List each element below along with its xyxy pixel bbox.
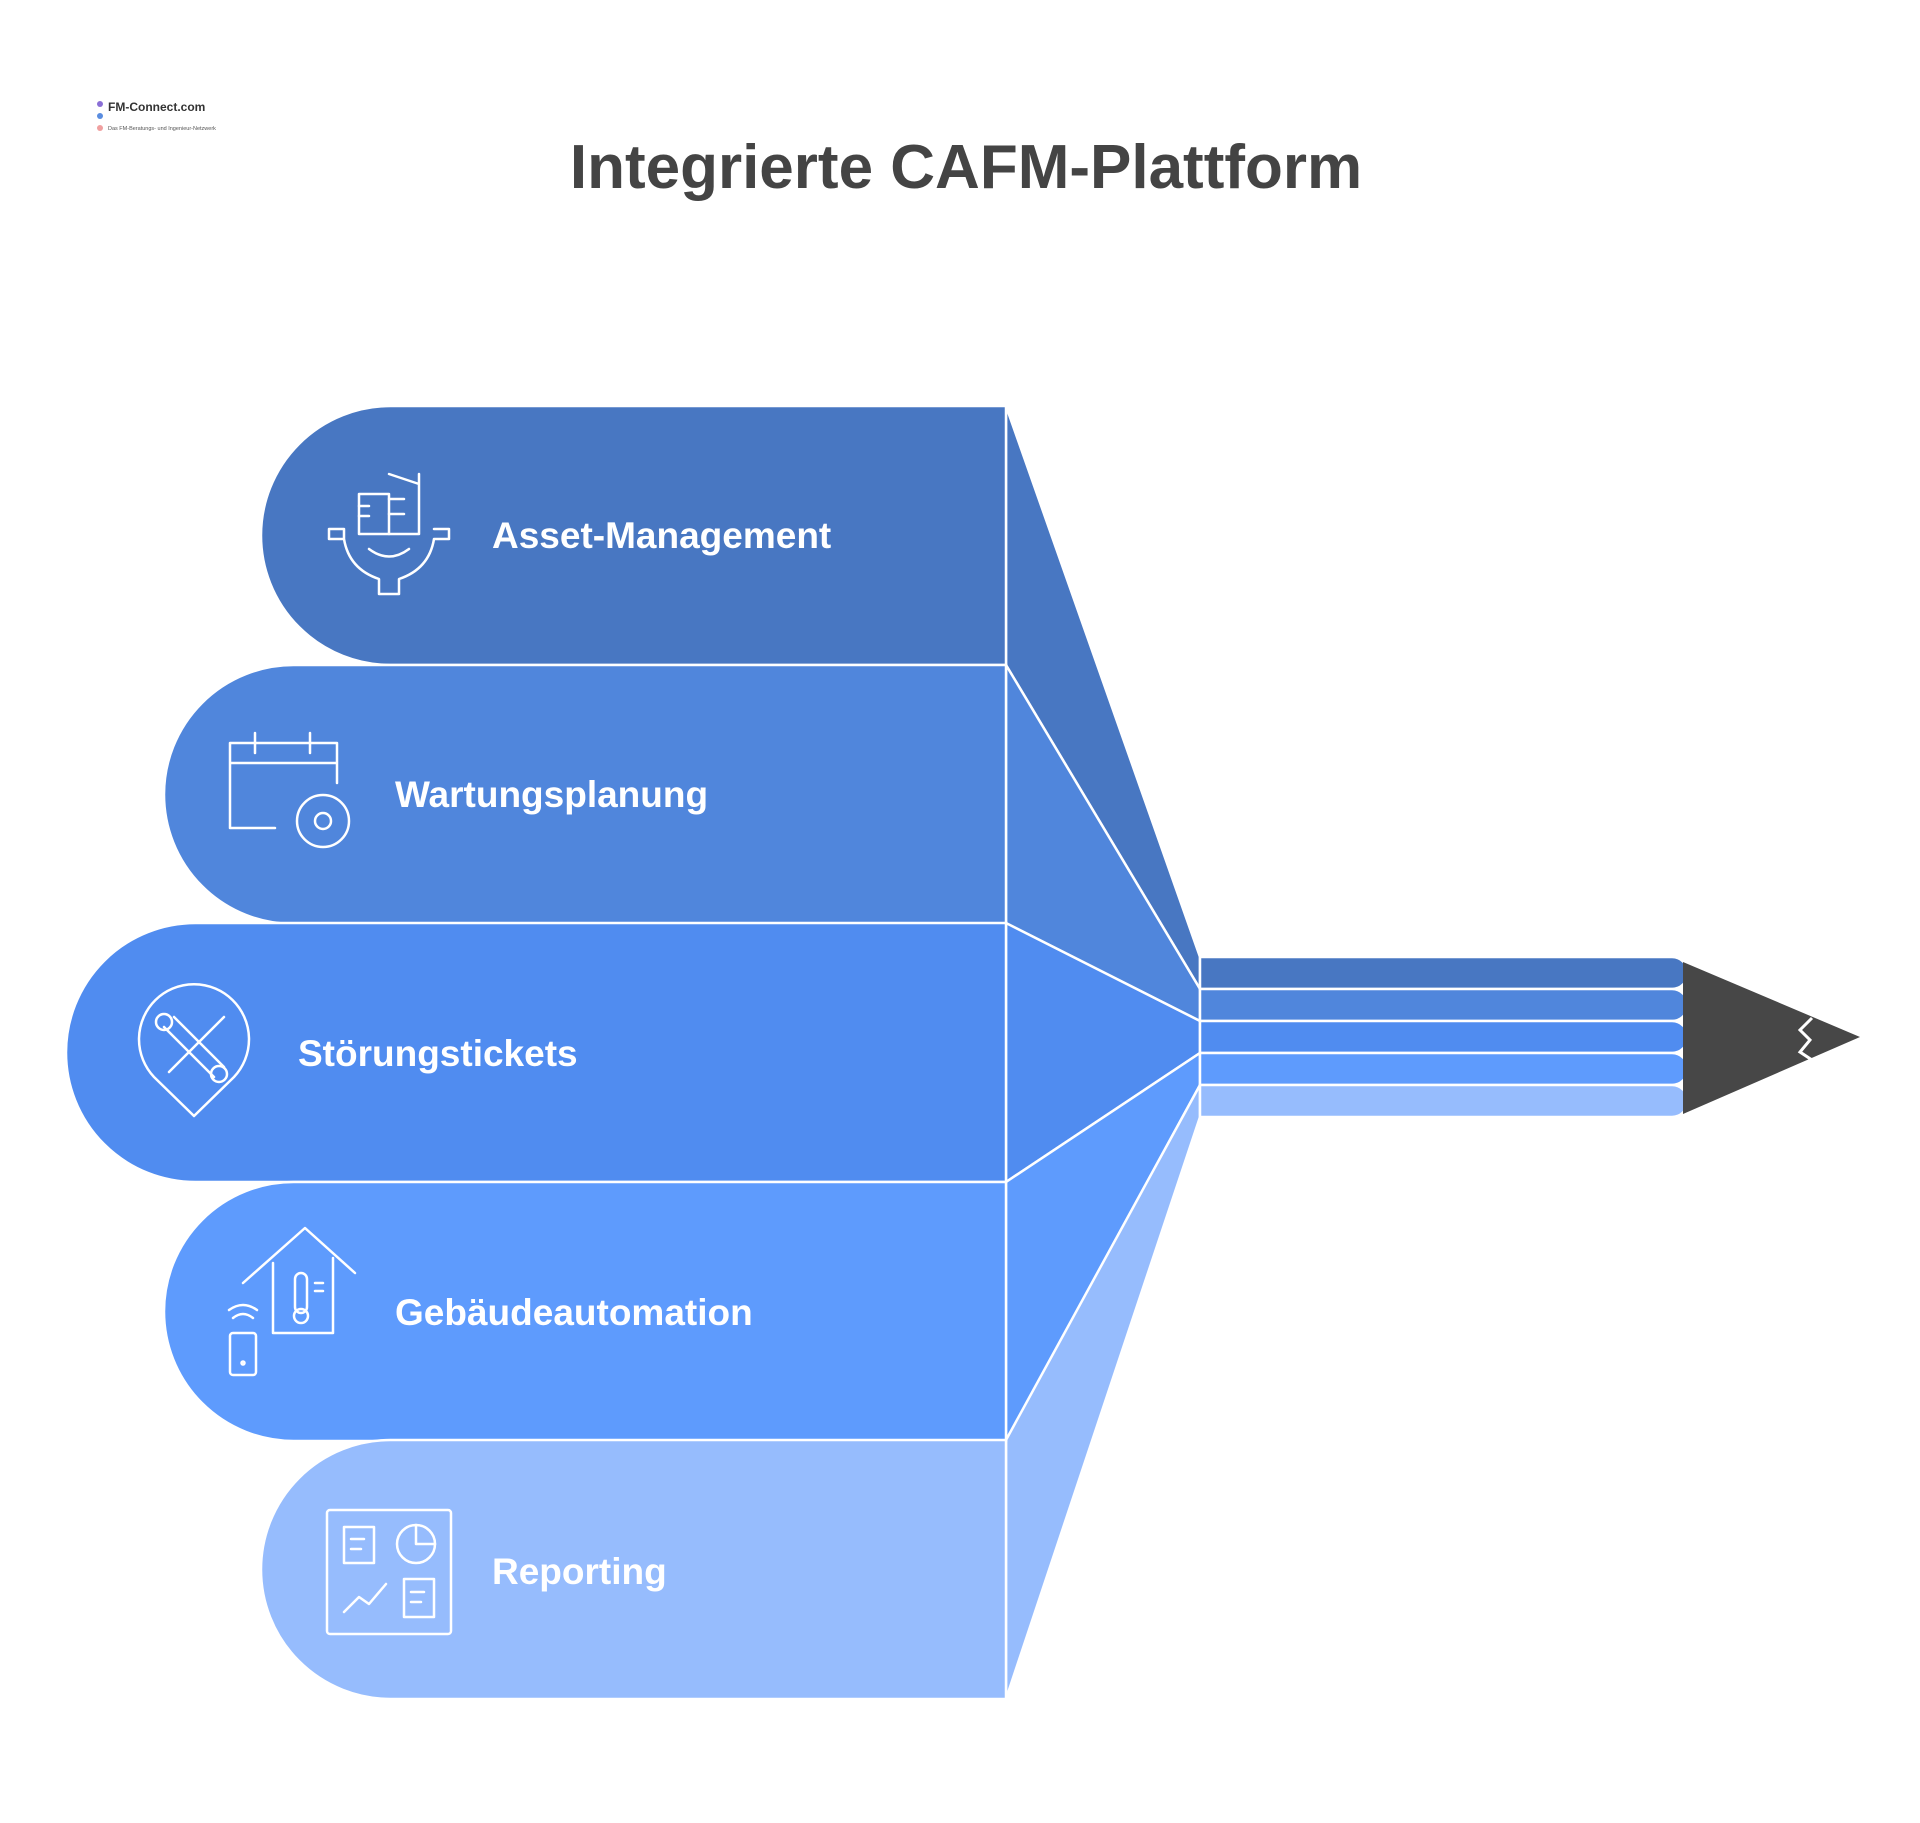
tools-pin-icon bbox=[137, 983, 251, 1118]
label-gebaeudeautomation: Gebäudeautomation bbox=[395, 1292, 753, 1333]
pencil-stripe bbox=[1198, 1083, 1690, 1119]
label-asset-management: Asset-Management bbox=[492, 515, 831, 556]
pencil-tip bbox=[1683, 962, 1860, 1114]
logo-subtext: Das FM-Beratungs- und Ingenieur-Netzwerk bbox=[108, 126, 216, 132]
pencil-tip-break bbox=[1797, 1016, 1814, 1062]
smart-home-thermometer-icon bbox=[227, 1226, 357, 1377]
label-stoerungstickets: Störungstickets bbox=[298, 1033, 578, 1074]
pencil-stripe bbox=[1198, 987, 1690, 1023]
logo: FM-Connect.com Das FM-Beratungs- und Ing… bbox=[97, 100, 216, 132]
calendar-gear-icon bbox=[228, 731, 351, 849]
band-2 bbox=[162, 663, 1008, 926]
label-wartungsplanung: Wartungsplanung bbox=[395, 774, 708, 815]
pencil-stripe bbox=[1198, 1051, 1690, 1087]
pencil-stripe bbox=[1198, 1019, 1690, 1055]
page-title: Integrierte CAFM-Plattform bbox=[569, 133, 1363, 202]
dashboard-report-icon bbox=[325, 1508, 453, 1636]
band-1 bbox=[259, 404, 1008, 667]
logo-text: FM-Connect.com bbox=[108, 100, 205, 114]
pencil-stripe bbox=[1198, 955, 1690, 991]
building-gear-icon bbox=[327, 472, 451, 596]
band-3 bbox=[64, 921, 1008, 1184]
label-reporting: Reporting bbox=[492, 1551, 667, 1592]
band-4 bbox=[162, 1180, 1008, 1443]
